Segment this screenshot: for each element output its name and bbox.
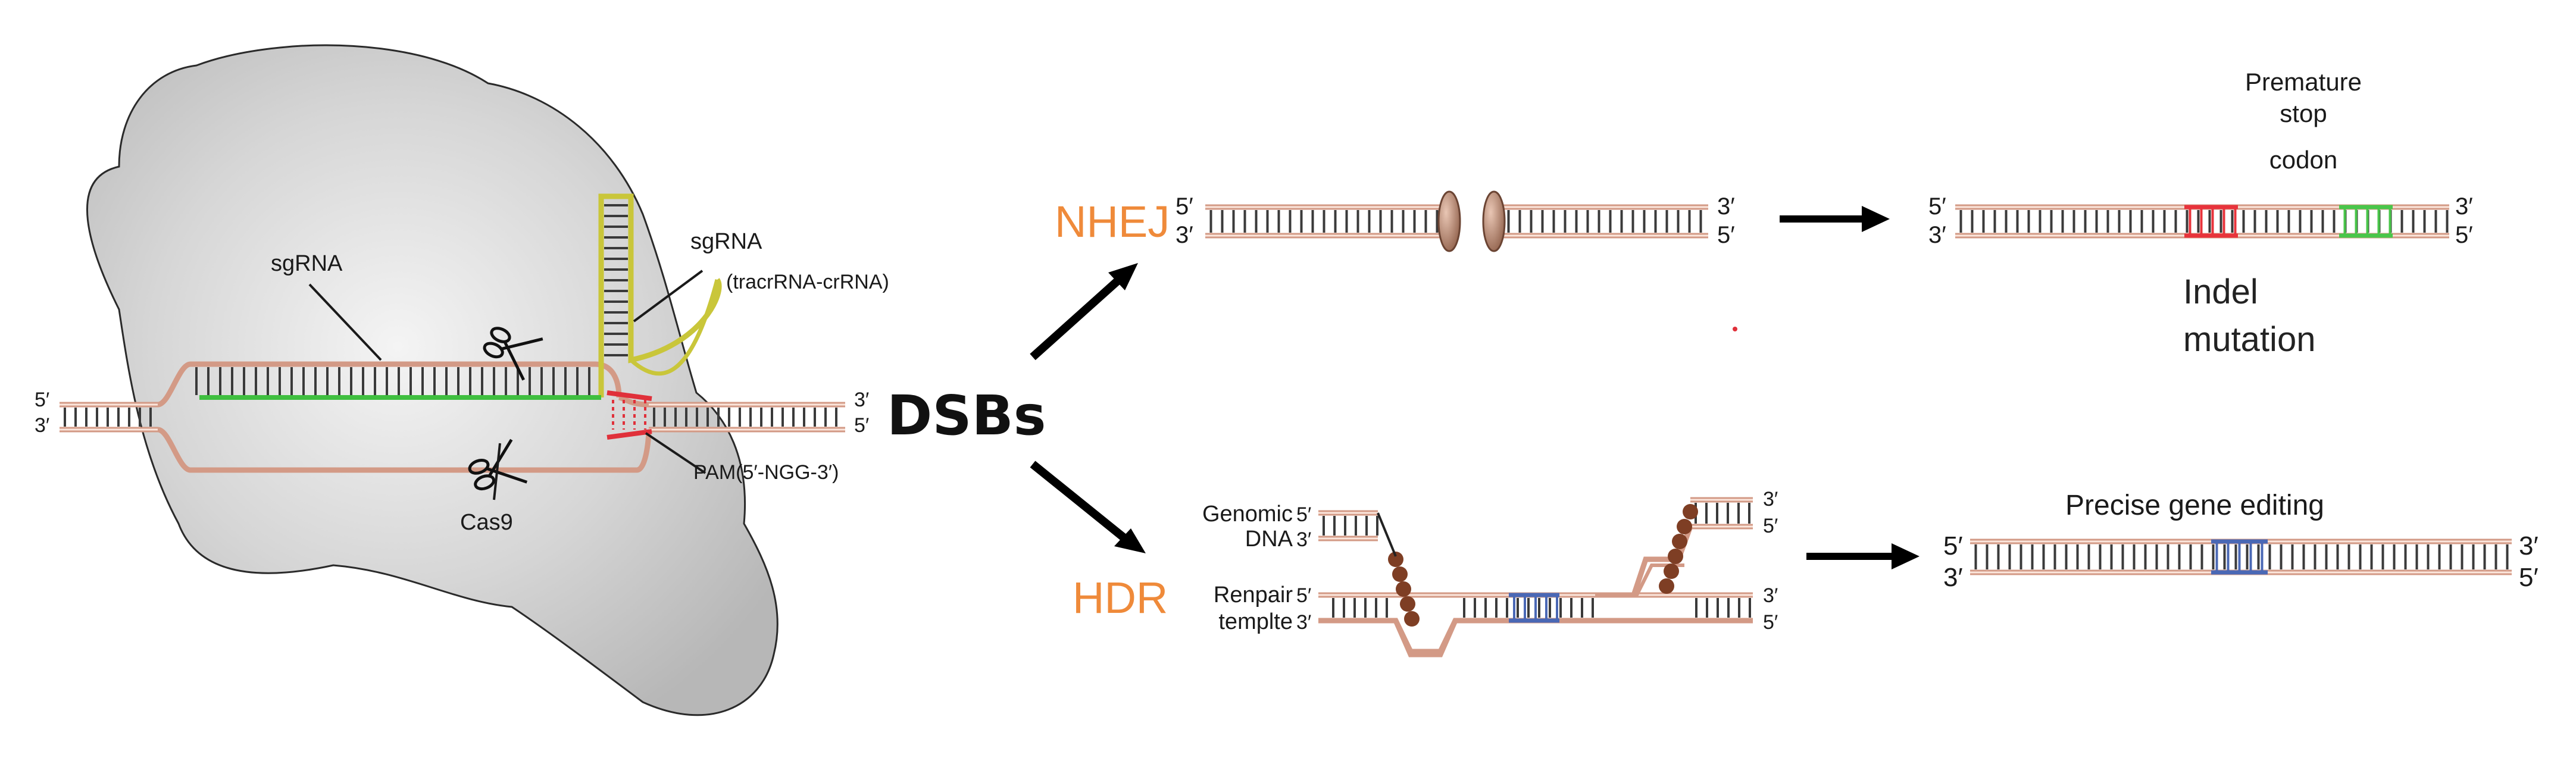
hdr-rep-5prime: 5′	[1296, 584, 1311, 607]
nhej-out-5prime: 5′	[1717, 222, 1735, 248]
premature-label: Premature	[2245, 68, 2362, 96]
mutation-label: mutation	[2183, 320, 2315, 359]
left-3prime-label: 3′	[35, 414, 49, 437]
hdr-gen-right-5prime: 5′	[1763, 515, 1778, 537]
hdr-res-5prime: 5′	[1943, 531, 1963, 561]
hdr-recombination-dna	[1318, 497, 1753, 657]
nhej-in-3prime: 3′	[1176, 222, 1193, 248]
pam-site	[607, 390, 652, 440]
cas9-label: Cas9	[460, 510, 513, 535]
dna-backbone	[618, 394, 649, 408]
dna-backbone	[157, 427, 652, 473]
template-label: templte	[1218, 609, 1293, 634]
sgrna-hairpin	[598, 193, 722, 397]
scissors-icon	[468, 439, 528, 491]
cas9-pointer	[493, 443, 501, 500]
dna-backbone	[1393, 619, 1458, 657]
right-3prime-label: 3′	[854, 389, 869, 411]
hdr-gen-5prime: 5′	[1296, 503, 1311, 526]
protein-bead	[1659, 578, 1674, 594]
genomic-label: Genomic	[1202, 502, 1293, 527]
protein-bead	[1392, 566, 1408, 582]
hdr-resection-proteins	[1377, 504, 1698, 627]
hdr-rep-right-3prime: 3′	[1763, 584, 1778, 607]
arrow-to-hdr	[1030, 461, 1146, 553]
nhej-res-5prime: 5′	[1928, 193, 1946, 220]
dna-backbone	[157, 361, 622, 408]
arrow-hdr-result	[1806, 543, 1920, 569]
hdr-rep-3prime: 3′	[1296, 611, 1311, 634]
precise-editing-label: Precise gene editing	[2065, 490, 2324, 521]
target-dna-duplex	[60, 361, 845, 473]
codon-label: codon	[2269, 146, 2337, 174]
hdr-gen-right-3prime: 3′	[1763, 488, 1778, 511]
hdr-label: HDR	[1073, 573, 1168, 622]
indel-label: Indel	[2183, 273, 2258, 311]
ku-protein-right	[1482, 190, 1506, 252]
dna-backbone	[1318, 618, 1753, 655]
nhej-out-3prime: 3′	[1717, 193, 1735, 220]
ku-protein-left	[1437, 190, 1461, 252]
pam-label: PAM(5′-NGG-3′)	[693, 461, 839, 484]
protein-bead	[1677, 519, 1692, 534]
hdr-res-3prime: 3′	[1943, 563, 1963, 592]
sgrna-loop	[629, 279, 720, 376]
sgrna-right-label: sgRNA	[690, 229, 762, 254]
protein-bead	[1668, 549, 1683, 564]
cas9-complex-panel: sgRNA sgRNA (tracrRNA-crRNA) Cas9 PAM(5′…	[35, 44, 889, 716]
protein-bead	[1400, 596, 1415, 612]
arrow-to-nhej	[1030, 263, 1138, 361]
tracrrna-crrna-label: (tracrRNA-crRNA)	[726, 271, 889, 293]
nhej-result-dna	[1955, 204, 2449, 239]
hdr-res-out-3prime: 3′	[2519, 531, 2539, 561]
protein-bead	[1404, 611, 1420, 627]
pam-strand	[607, 390, 652, 401]
hdr-rep-right-5prime: 5′	[1763, 611, 1778, 634]
nhej-res-3prime: 3′	[1928, 222, 1946, 248]
nhej-broken-dna	[1205, 204, 1708, 239]
protein-bead	[1664, 563, 1679, 579]
arrow-nhej-result	[1780, 206, 1890, 232]
left-5prime-label: 5′	[35, 389, 49, 411]
cas9-protein-blob	[86, 44, 779, 716]
hdr-gen-3prime: 3′	[1296, 528, 1311, 551]
tracr-pointer	[633, 270, 704, 322]
repair-label: Renpair	[1214, 583, 1293, 608]
hdr-result-dna	[1970, 538, 2512, 575]
pam-pointer	[645, 432, 706, 474]
resection-strand	[1377, 512, 1397, 557]
protein-bead	[1388, 552, 1403, 567]
protein-bead	[1396, 581, 1411, 597]
nhej-label: NHEJ	[1055, 197, 1170, 246]
nhej-in-5prime: 5′	[1176, 193, 1193, 220]
protein-bead	[1672, 534, 1687, 549]
protein-bead	[1683, 504, 1698, 519]
dna-label: DNA	[1245, 527, 1293, 552]
stop-label: stop	[2280, 99, 2327, 127]
nhej-res-out-5prime: 5′	[2455, 222, 2473, 248]
red-dot	[1733, 327, 1737, 331]
nhej-res-out-3prime: 3′	[2455, 193, 2473, 220]
dsbs-label: DSBs	[887, 384, 1046, 447]
hdr-res-out-5prime: 5′	[2519, 563, 2539, 592]
pam-strand	[607, 429, 652, 440]
sgrna-label: sgRNA	[271, 251, 343, 276]
sgrna-pointer	[308, 283, 382, 361]
scissors-icon	[483, 327, 543, 381]
right-5prime-label: 5′	[854, 414, 869, 437]
